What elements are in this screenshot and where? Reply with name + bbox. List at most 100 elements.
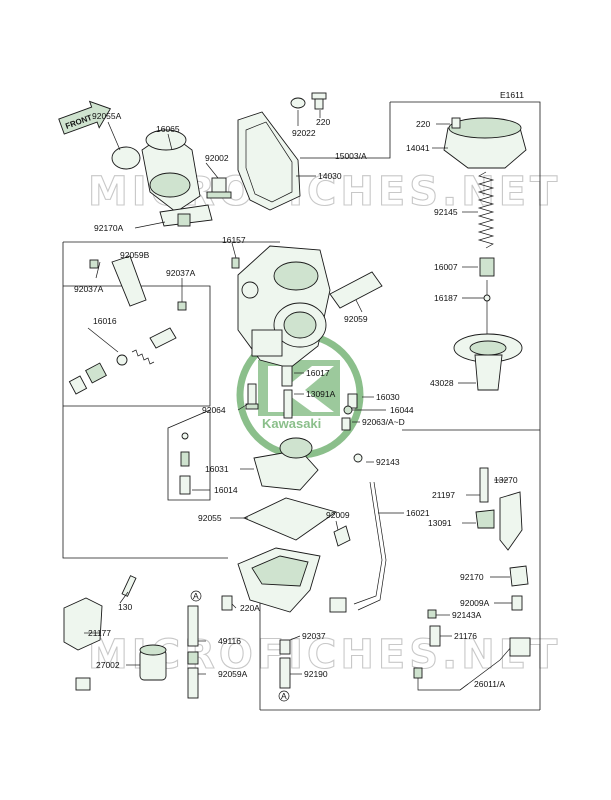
label-92037a-right: 92037A xyxy=(166,268,196,278)
label-16016: 16016 xyxy=(93,316,117,326)
label-92190: 92190 xyxy=(304,669,328,679)
sensor-21197 xyxy=(479,467,489,503)
label-220-right: 220 xyxy=(416,119,430,129)
label-92063-a-d: 92063/A~D xyxy=(362,417,405,427)
part-16030 xyxy=(347,393,358,409)
label-92055a: 92055A xyxy=(92,111,122,121)
heater-21176 xyxy=(429,625,441,647)
hose-92190 xyxy=(279,639,291,689)
part-16044 xyxy=(343,405,353,415)
clip-92037a-right xyxy=(177,301,187,311)
label-14030: 14030 xyxy=(318,171,342,181)
o-ring-92055a xyxy=(111,146,141,170)
part-13091a xyxy=(283,389,293,419)
label-92009a: 92009A xyxy=(460,598,490,608)
float-bowl xyxy=(237,547,321,613)
washer-92022 xyxy=(290,97,306,109)
label-92143a: 92143A xyxy=(452,610,482,620)
label-220-top: 220 xyxy=(316,117,330,127)
hose-49116 xyxy=(187,605,199,699)
clamp-92170a xyxy=(159,204,213,227)
kawasaki-logo: Kawasaki xyxy=(236,331,364,459)
jet-stack-16014 xyxy=(179,432,191,495)
needle-holder-16007 xyxy=(479,257,495,277)
label-13091: 13091 xyxy=(428,518,452,528)
label-16017: 16017 xyxy=(306,368,330,378)
kawasaki-logo-text: Kawasaki xyxy=(262,416,321,431)
label-92064: 92064 xyxy=(202,405,226,415)
label-16007: 16007 xyxy=(434,262,458,272)
label-130: 130 xyxy=(118,602,132,612)
label-21177: 21177 xyxy=(88,628,111,638)
top-cap-14041 xyxy=(443,117,527,169)
label-13270: 13270 xyxy=(494,475,518,485)
screw-220a xyxy=(221,595,233,611)
label-92009: 92009 xyxy=(326,510,350,520)
bolt-130 xyxy=(121,575,137,597)
clip-13091 xyxy=(475,509,495,529)
label-49116: 49116 xyxy=(218,636,241,646)
throttle-cable-16021 xyxy=(329,481,387,613)
part-labels: 92055A 16065 92002 92170A 92022 220 1500… xyxy=(74,111,518,689)
gasket-92055 xyxy=(242,497,338,541)
label-16187: 16187 xyxy=(434,293,458,303)
label-220a: 220A xyxy=(240,603,260,613)
leader-lines xyxy=(84,110,512,691)
spring-92145 xyxy=(477,171,495,249)
label-92037a-left: 92037A xyxy=(74,284,104,294)
part-92063-a-d xyxy=(341,417,351,431)
part-92143a xyxy=(427,609,437,619)
diaphragm-43028 xyxy=(453,333,523,391)
screw-220-top xyxy=(311,92,327,110)
diagram-id: E1611 xyxy=(500,90,524,100)
label-92022: 92022 xyxy=(292,128,316,138)
label-16014: 16014 xyxy=(214,485,238,495)
marker-a-left-label: A xyxy=(193,591,199,601)
label-92055: 92055 xyxy=(198,513,222,523)
relay-27002 xyxy=(139,644,167,681)
label-14041: 14041 xyxy=(406,143,430,153)
carburetor-body xyxy=(237,245,331,369)
label-92059: 92059 xyxy=(344,314,368,324)
jet-needle-16187 xyxy=(483,280,491,334)
screw-92009a xyxy=(511,595,523,611)
label-16030: 16030 xyxy=(376,392,400,402)
label-92002: 92002 xyxy=(205,153,229,163)
label-21176: 21176 xyxy=(454,631,477,641)
label-92145: 92145 xyxy=(434,207,458,217)
clamp-92170 xyxy=(509,565,529,587)
label-92170: 92170 xyxy=(460,572,484,582)
label-16021: 16021 xyxy=(406,508,430,518)
marker-a-bottom-label: A xyxy=(281,691,287,701)
label-16157: 16157 xyxy=(222,235,246,245)
screw-92064 xyxy=(245,383,259,410)
pilot-jet-16157 xyxy=(231,257,240,269)
label-16065: 16065 xyxy=(156,124,180,134)
clip-92037a-left xyxy=(89,259,99,269)
part-92143 xyxy=(353,453,363,463)
bolt-92002 xyxy=(206,177,232,199)
tube-92059 xyxy=(329,271,383,309)
intake-holder-16065 xyxy=(141,129,201,213)
label-92143: 92143 xyxy=(376,457,400,467)
label-92059a: 92059A xyxy=(218,669,248,679)
label-26011-a: 26011/A xyxy=(474,679,505,689)
label-16031: 16031 xyxy=(205,464,229,474)
module-21177 xyxy=(63,597,103,651)
front-arrow-icon: FRONT xyxy=(58,100,112,135)
connector xyxy=(75,677,91,691)
label-13091a: 13091A xyxy=(306,389,336,399)
cover-14030 xyxy=(237,111,301,211)
label-92037: 92037 xyxy=(302,631,326,641)
label-16044: 16044 xyxy=(390,405,414,415)
label-21197: 21197 xyxy=(432,490,455,500)
pilot-screw-16017 xyxy=(281,365,293,387)
starter-plunger-16016 xyxy=(68,327,177,395)
float-16031 xyxy=(253,437,319,491)
marker-a-left xyxy=(190,590,202,602)
bracket-13270 xyxy=(499,491,523,551)
label-27002: 27002 xyxy=(96,660,120,670)
label-43028: 43028 xyxy=(430,378,454,388)
tube-92059b xyxy=(111,255,147,307)
